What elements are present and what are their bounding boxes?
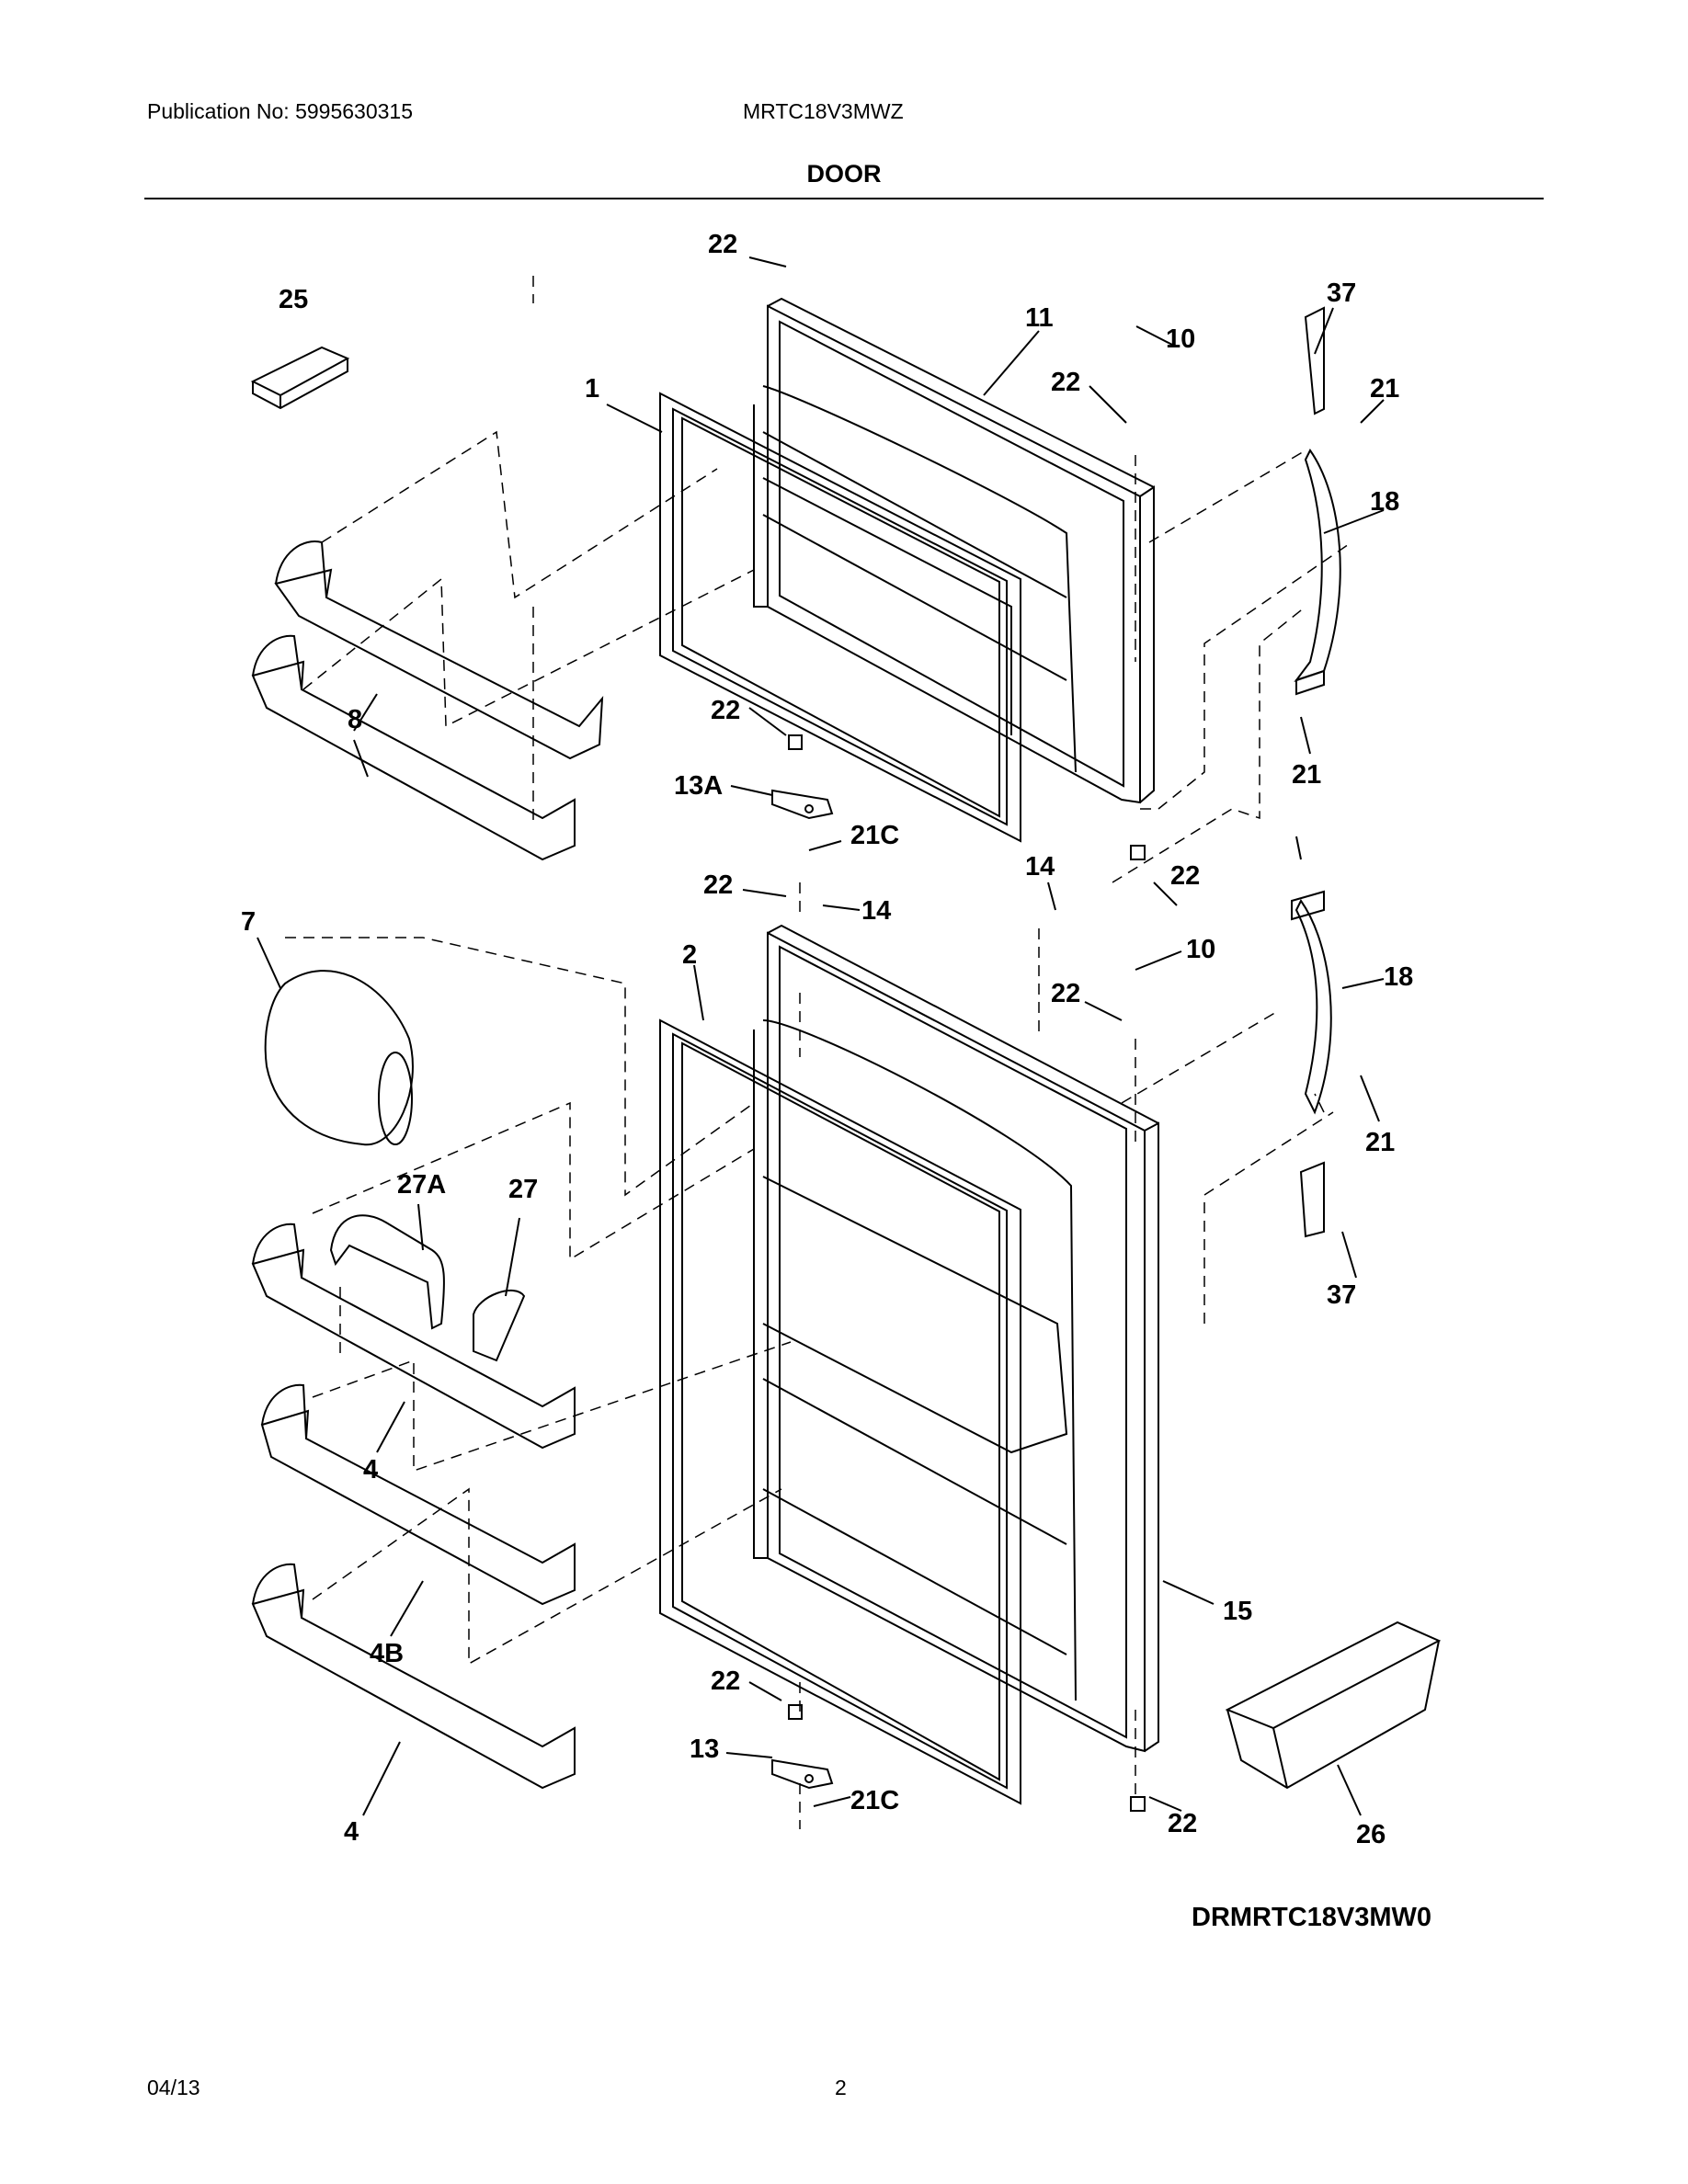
- callout-4: 4: [344, 1817, 359, 1847]
- callout-14: 14: [1025, 852, 1055, 882]
- callout-22: 22: [1051, 368, 1080, 397]
- header-rule: [144, 198, 1544, 199]
- callout-22: 22: [703, 870, 733, 900]
- callout-22: 22: [708, 230, 737, 259]
- callout-18: 18: [1384, 962, 1413, 992]
- callout-13A: 13A: [674, 771, 723, 801]
- callout-26: 26: [1356, 1820, 1386, 1849]
- callout-7: 7: [241, 907, 256, 937]
- callout-21: 21: [1370, 374, 1399, 404]
- callout-18: 18: [1370, 487, 1399, 517]
- callout-21: 21: [1365, 1128, 1395, 1157]
- callout-27: 27: [508, 1175, 538, 1204]
- callout-22: 22: [1168, 1809, 1197, 1838]
- page-number: 2: [835, 2076, 847, 2099]
- callout-37: 37: [1327, 279, 1356, 308]
- callout-37: 37: [1327, 1280, 1356, 1310]
- section-title: DOOR: [806, 160, 882, 188]
- callout-13: 13: [690, 1735, 719, 1764]
- callout-4: 4: [363, 1455, 378, 1484]
- callout-2: 2: [682, 940, 697, 970]
- callout-10: 10: [1186, 935, 1215, 964]
- callout-1: 1: [585, 374, 599, 404]
- callout-21: 21: [1292, 760, 1321, 790]
- callout-21C: 21C: [850, 821, 899, 850]
- callout-4B: 4B: [370, 1639, 404, 1668]
- callout-21C: 21C: [850, 1786, 899, 1815]
- model-number: MRTC18V3MWZ: [743, 99, 904, 123]
- callout-14: 14: [861, 896, 891, 926]
- drawing-id: DRMRTC18V3MW0: [1192, 1903, 1432, 1932]
- callout-22: 22: [711, 1666, 740, 1696]
- callout-11: 11: [1025, 303, 1054, 333]
- callout-27A: 27A: [397, 1170, 446, 1200]
- callout-22: 22: [1051, 979, 1080, 1008]
- callout-25: 25: [279, 285, 308, 314]
- callout-15: 15: [1223, 1597, 1252, 1626]
- callout-10: 10: [1166, 324, 1195, 354]
- publication-number: Publication No: 5995630315: [147, 99, 414, 123]
- callout-22: 22: [1170, 861, 1200, 891]
- footer-date: 04/13: [147, 2076, 200, 2099]
- callout-22: 22: [711, 696, 740, 725]
- callout-8: 8: [348, 705, 362, 734]
